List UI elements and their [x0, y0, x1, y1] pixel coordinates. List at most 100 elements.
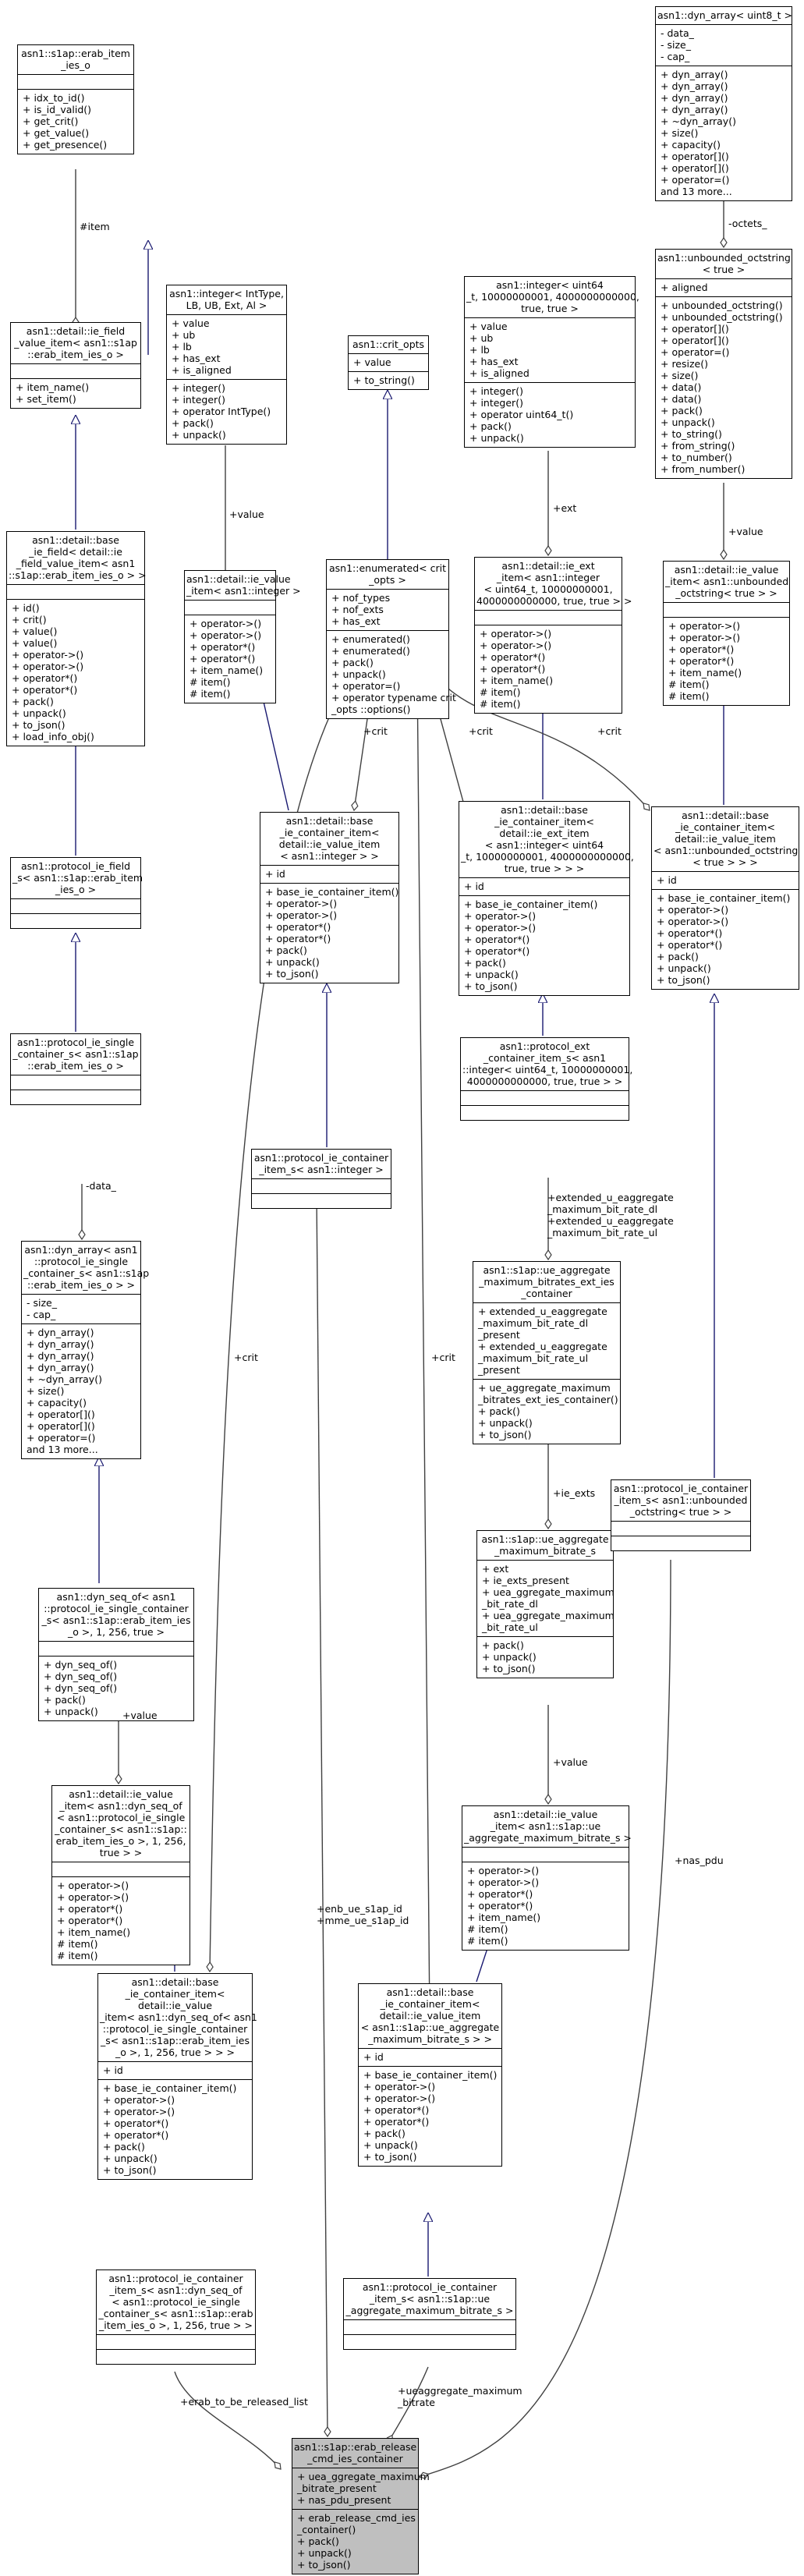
uml-class-base-ie-container-item-ext[interactable]: asn1::detail::base _ie_container_item< d…: [459, 801, 634, 996]
method-entry: + size(): [661, 370, 699, 381]
method-entry: + unbounded_octstring(): [661, 311, 783, 323]
uml-class-crit-opts[interactable]: asn1::crit_opts+ value+ to_string(): [348, 335, 429, 390]
uml-class-ie-value-item-dyn-seq-of[interactable]: asn1::detail::ie_value _item< asn1::dyn_…: [51, 1785, 190, 1965]
edge-label-octets: -octets_: [728, 218, 767, 229]
uml-class-protocol-ie-container-item-octstring[interactable]: asn1::protocol_ie_container _item_s< asn…: [611, 1479, 751, 1551]
uml-class-base-ie-field[interactable]: asn1::detail::base _ie_field< detail::ie…: [6, 531, 147, 746]
uml-class-integer-uint64[interactable]: asn1::integer< uint64 _t, 10000000001, 4…: [464, 276, 639, 448]
class-attributes: + id: [652, 872, 799, 890]
class-attributes: [11, 364, 140, 379]
class-attributes: + value+ ub+ lb+ has_ext+ is_aligned: [167, 315, 286, 380]
uml-class-base-ie-container-item-dyn[interactable]: asn1::detail::base _ie_container_item< d…: [97, 1973, 257, 2180]
method-entry: + integer(): [469, 385, 523, 397]
method-entry: + capacity(): [661, 139, 721, 151]
uml-class-ie-value-item-ue-aggregate[interactable]: asn1::detail::ie_value _item< asn1::s1ap…: [462, 1805, 632, 1951]
method-entry: + operator->(): [12, 661, 84, 672]
uml-class-ie-value-item-octstring[interactable]: asn1::detail::ie_value _item< asn1::unbo…: [663, 561, 790, 706]
method-entry: + operator->(): [103, 2106, 175, 2117]
uml-class-dyn-seq-of[interactable]: asn1::dyn_seq_of< asn1 ::protocol_ie_sin…: [38, 1588, 194, 1721]
method-entry: + operator->(): [265, 898, 338, 909]
class-title: asn1::unbounded_octstring < true >: [656, 250, 792, 279]
method-entry: + operator->(): [57, 1880, 129, 1891]
uml-class-base-ie-container-item-octstring[interactable]: asn1::detail::base _ie_container_item< d…: [651, 806, 799, 990]
method-entry: + operator*(): [464, 934, 530, 945]
edge-label-data: -data_: [86, 1180, 116, 1192]
method-entry: # item(): [57, 1950, 98, 1961]
method-entry: + get_value(): [23, 127, 90, 139]
usage-edge: [416, 670, 430, 2021]
method-entry: + pack(): [265, 944, 307, 956]
method-entry: + operator->(): [668, 632, 741, 643]
method-entry: + operator[](): [661, 335, 729, 346]
class-methods: + operator->()+ operator->()+ operator*(…: [462, 1862, 629, 1950]
attribute-entry: + has_ext: [331, 615, 381, 627]
method-entry: # item(): [480, 686, 521, 698]
class-attributes: [11, 899, 140, 914]
uml-class-erab-release-cmd-ies-container[interactable]: asn1::s1ap::erab_release _cmd_ies_contai…: [292, 2438, 430, 2574]
method-entry: + to_json(): [482, 1663, 536, 1674]
uml-class-protocol-ie-container-item-integer[interactable]: asn1::protocol_ie_container _item_s< asn…: [251, 1149, 391, 1209]
class-attributes: [252, 1179, 391, 1194]
method-entry: + dyn_array(): [661, 80, 728, 92]
method-entry: + operator*(): [12, 672, 78, 684]
uml-class-base-ie-container-item-ue[interactable]: asn1::detail::base _ie_container_item< d…: [358, 1983, 502, 2167]
method-entry: + base_ie_container_item(): [464, 898, 598, 910]
method-entry: + operator->(): [189, 618, 262, 629]
method-entry: + item_name(): [16, 381, 90, 393]
uml-class-dyn-array-uint8[interactable]: asn1::dyn_array< uint8_t >- data_- size_…: [655, 6, 792, 201]
uml-class-ie-value-item-integer[interactable]: asn1::detail::ie_value _item< asn1::inte…: [184, 570, 301, 703]
uml-class-ie-field-value-item[interactable]: asn1::detail::ie_field _value_item< asn1…: [10, 322, 141, 409]
method-entry: + unpack(): [172, 429, 226, 441]
uml-class-dyn-array-single-container[interactable]: asn1::dyn_array< asn1 ::protocol_ie_sing…: [21, 1241, 149, 1459]
class-title: asn1::dyn_array< asn1 ::protocol_ie_sing…: [22, 1242, 149, 1295]
uml-class-ie-ext-item[interactable]: asn1::detail::ie_ext _item< asn1::intege…: [474, 557, 632, 714]
uml-class-protocol-ie-container-item-ue[interactable]: asn1::protocol_ie_container _item_s< asn…: [343, 2278, 516, 2350]
uml-class-integer-template[interactable]: asn1::integer< IntType, LB, UB, Ext, Al …: [166, 285, 287, 445]
attribute-entry: + uea_ggregate_maximum _bit_rate_dl: [482, 1586, 615, 1610]
method-entry: + operator->(): [668, 620, 741, 632]
method-entry: + to_json(): [464, 980, 518, 992]
attribute-entry: + lb: [469, 344, 490, 356]
method-entry: + data(): [661, 393, 702, 405]
uml-class-ue-aggregate-ext-ies-container[interactable]: asn1::s1ap::ue_aggregate _maximum_bitrat…: [473, 1261, 621, 1444]
uml-class-enumerated-crit-opts[interactable]: asn1::enumerated< crit _opts >+ nof_type…: [326, 559, 456, 719]
edge-label-crit-dyn: +crit: [234, 1352, 258, 1363]
uml-class-unbounded-octstring[interactable]: asn1::unbounded_octstring < true >+ alig…: [655, 249, 792, 479]
class-methods: + item_name()+ set_item(): [11, 379, 140, 408]
method-entry: + to_json(): [297, 2559, 351, 2571]
method-entry: + operator=(): [27, 1432, 96, 1444]
method-entry: + pack(): [44, 1694, 86, 1706]
uml-class-protocol-ie-single-container[interactable]: asn1::protocol_ie_single _container_s< a…: [10, 1033, 141, 1105]
uml-class-erab-item-ies-o[interactable]: asn1::s1ap::erab_item _ies_o+ idx_to_id(…: [17, 44, 134, 154]
method-entry: + operator uint64_t(): [469, 409, 574, 420]
uml-class-protocol-ie-container-item-dyn[interactable]: asn1::protocol_ie_container _item_s< asn…: [96, 2270, 256, 2365]
uml-class-protocol-ext-container-item[interactable]: asn1::protocol_ext _container_item_s< as…: [460, 1037, 632, 1121]
uml-class-ue-aggregate-maximum-bitrate[interactable]: asn1::s1ap::ue_aggregate _maximum_bitrat…: [476, 1530, 615, 1678]
method-entry: + operator->(): [657, 916, 729, 927]
attribute-entry: + id: [464, 881, 484, 892]
method-entry: + pack(): [464, 957, 506, 969]
class-attributes: [664, 603, 789, 618]
method-entry: + to_number(): [661, 452, 732, 463]
method-entry: + operator*(): [480, 663, 546, 675]
method-entry: + operator*(): [189, 641, 256, 653]
class-title: asn1::detail::base _ie_container_item< d…: [652, 807, 799, 872]
attribute-entry: + has_ext: [469, 356, 519, 367]
attribute-entry: + id: [103, 2064, 123, 2076]
method-entry: + operator->(): [363, 2081, 436, 2092]
method-entry: + operator->(): [57, 1891, 129, 1903]
uml-class-base-ie-container-item-integer[interactable]: asn1::detail::base _ie_container_item< d…: [260, 812, 399, 983]
method-entry: + unpack(): [482, 1651, 537, 1663]
method-entry: + enumerated(): [331, 633, 410, 645]
method-entry: + operator->(): [464, 910, 537, 922]
edge-label-value-int: +value: [229, 508, 264, 520]
uml-class-protocol-ie-field[interactable]: asn1::protocol_ie_field _s< asn1::s1ap::…: [10, 857, 143, 929]
class-attributes: - size_- cap_: [22, 1295, 140, 1324]
class-title: asn1::detail::base _ie_container_item< d…: [359, 1984, 501, 2049]
class-attributes: [185, 601, 275, 615]
class-attributes: [611, 1522, 750, 1536]
class-methods: [11, 1090, 140, 1104]
class-methods: + erab_release_cmd_ies _container()+ pac…: [292, 2510, 418, 2574]
class-attributes: + nof_types+ nof_exts+ has_ext: [327, 590, 448, 631]
method-entry: # item(): [467, 1935, 508, 1947]
